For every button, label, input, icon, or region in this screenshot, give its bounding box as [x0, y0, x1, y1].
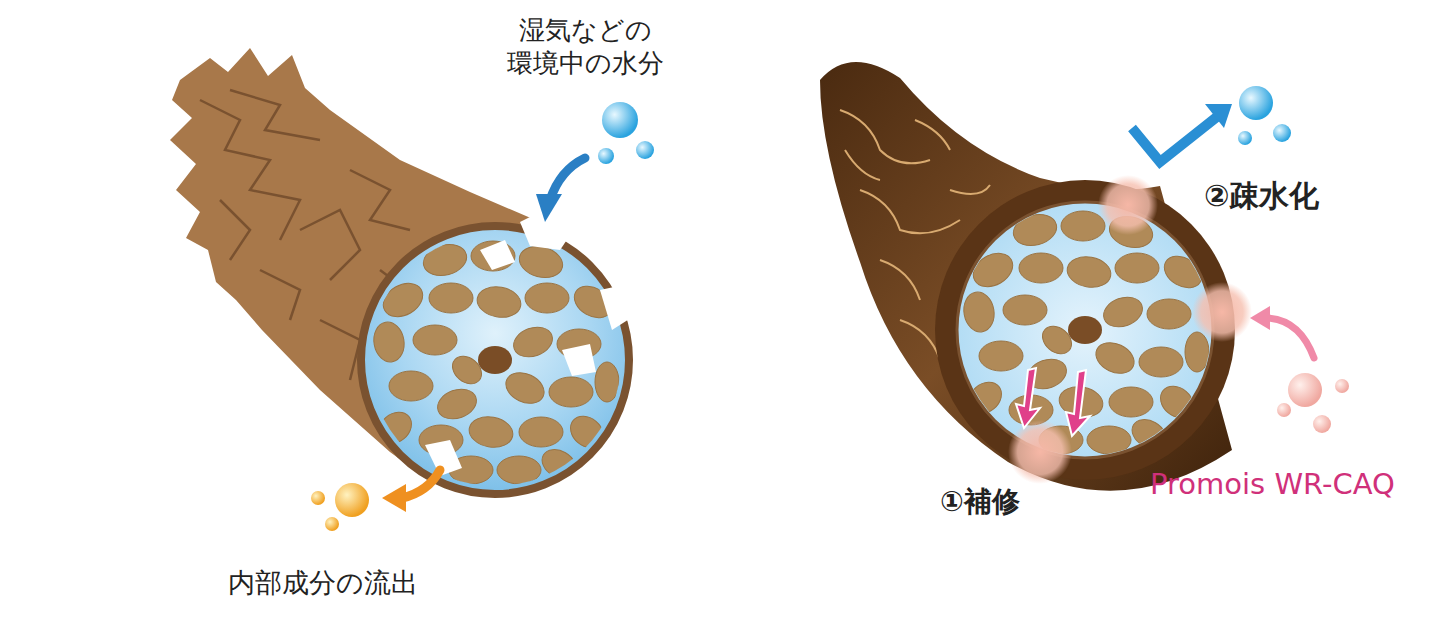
label-text: ②疎水化: [1204, 177, 1319, 215]
label-text: ①補修: [940, 484, 1020, 519]
label-text: 湿気などの 環境中の水分: [490, 14, 680, 79]
label-text: Promois WR-CAQ: [1150, 466, 1395, 502]
label-text: 内部成分の流出: [228, 566, 418, 600]
